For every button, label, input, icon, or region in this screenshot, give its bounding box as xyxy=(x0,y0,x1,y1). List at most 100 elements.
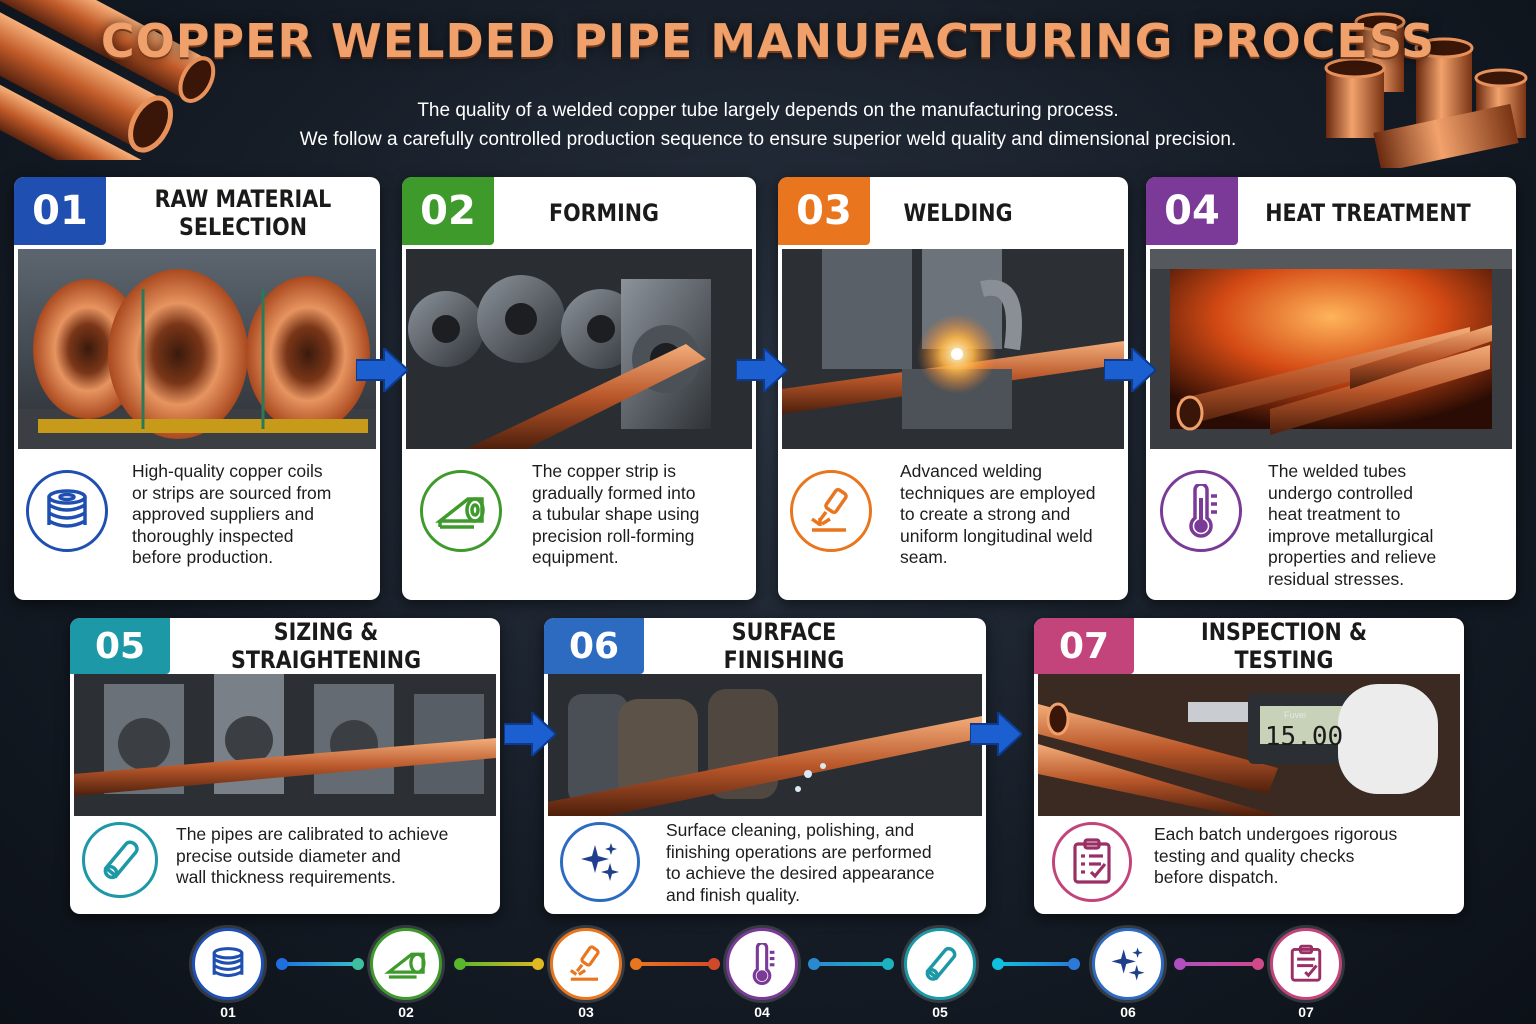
timeline-dot xyxy=(532,958,544,970)
checklist-clipboard-icon xyxy=(1052,822,1132,902)
description-line: The copper strip is xyxy=(532,461,676,481)
step-title: WELDING xyxy=(903,199,1013,227)
strip-roll-icon xyxy=(420,470,502,552)
timeline-connector xyxy=(634,962,718,966)
description-line: equipment. xyxy=(532,547,619,567)
timeline-node-06 xyxy=(1092,928,1164,1000)
strip-roll-icon xyxy=(384,952,426,979)
timeline-connector xyxy=(280,962,360,966)
subtitle-line-2: We follow a carefully controlled product… xyxy=(299,129,1237,150)
timeline-dot xyxy=(992,958,1004,970)
step-description: The welded tubes undergo controlled heat… xyxy=(1268,461,1512,590)
description-line: heat treatment to xyxy=(1268,504,1401,524)
timeline-label: 03 xyxy=(578,1004,594,1020)
step-description: The pipes are calibrated to achieve prec… xyxy=(176,824,494,889)
description-line: finishing operations are performed xyxy=(666,841,932,862)
description-line: and finish quality. xyxy=(666,884,800,905)
description-line: Advanced welding xyxy=(900,461,1043,481)
step-number-badge: 07 xyxy=(1034,618,1134,674)
description-line: wall thickness requirements. xyxy=(176,867,396,887)
step-number-badge: 03 xyxy=(778,177,870,245)
step-number-badge: 05 xyxy=(70,618,170,674)
timeline-label: 07 xyxy=(1298,1004,1314,1020)
step-card-welding: 03 WELDING Advanced welding techniques a… xyxy=(778,177,1128,600)
timeline-label: 04 xyxy=(754,1004,770,1020)
polishing-brushes-photo xyxy=(548,674,982,816)
arrow-right-icon xyxy=(1104,348,1156,392)
description-line: techniques are employed xyxy=(900,482,1096,503)
timeline-node-02 xyxy=(370,928,442,1000)
step-description: High-quality copper coils or strips are … xyxy=(132,461,372,569)
pipe-icon xyxy=(925,946,957,981)
timeline-dot xyxy=(454,958,466,970)
step-title-line-2: SELECTION xyxy=(179,213,307,241)
step-description: The copper strip is gradually formed int… xyxy=(532,461,750,569)
arrow-right-icon xyxy=(736,348,788,392)
step-card-heat-treatment: 04 HEAT TREATMENT The welded tubes under… xyxy=(1146,177,1516,600)
step-card-forming: 02 FORMING The copper strip is gradually… xyxy=(402,177,756,600)
sizing-mill-photo xyxy=(74,674,496,816)
description-line: a tubular shape using xyxy=(532,504,700,524)
description-line: uniform longitudinal weld xyxy=(900,525,1093,546)
thermometer-icon xyxy=(752,943,775,985)
timeline-dot xyxy=(352,958,364,970)
process-timeline: 01 02 03 04 05 06 07 xyxy=(0,920,1536,1024)
copper-coil-icon xyxy=(26,470,108,552)
description-line: approved suppliers and xyxy=(132,504,314,524)
description-line: undergo controlled xyxy=(1268,482,1413,503)
timeline-node-03 xyxy=(550,928,622,1000)
timeline-dot xyxy=(1174,958,1186,970)
timeline-connector xyxy=(996,962,1076,966)
timeline-dot xyxy=(1068,958,1080,970)
arrow-right-icon xyxy=(970,712,1022,756)
step-number-badge: 01 xyxy=(14,177,106,245)
copper-pipes-decoration-right xyxy=(1316,8,1536,173)
page-subtitle: The quality of a welded copper tube larg… xyxy=(0,96,1536,154)
step-description: Each batch undergoes rigorous testing an… xyxy=(1154,824,1454,889)
step-title: INSPECTION & TESTING xyxy=(1201,618,1367,674)
timeline-node-04 xyxy=(726,928,798,1000)
step-number-badge: 06 xyxy=(544,618,644,674)
thermometer-icon xyxy=(1160,470,1242,552)
caliper-reading: 15.00 xyxy=(1264,722,1344,752)
timeline-dot xyxy=(276,958,288,970)
step-card-surface-finishing: 06 SURFACE FINISHING Surface cleaning, p… xyxy=(544,618,986,914)
description-line: before production. xyxy=(132,547,274,567)
description-line: Surface cleaning, polishing, and xyxy=(666,820,915,840)
timeline-node-07 xyxy=(1270,928,1342,1000)
description-line: High-quality copper coils xyxy=(132,461,323,481)
timeline-dot xyxy=(630,958,642,970)
description-line: to create a strong and xyxy=(900,504,1071,524)
description-line: gradually formed into xyxy=(532,482,696,503)
description-line: The pipes are calibrated to achieve xyxy=(176,824,449,844)
welding-torch-icon xyxy=(569,945,600,981)
description-line: or strips are sourced from xyxy=(132,482,332,503)
furnace-photo xyxy=(1150,249,1512,449)
description-line: improve metallurgical xyxy=(1268,525,1434,546)
arrow-right-icon xyxy=(356,348,408,392)
step-card-raw-material-selection: 01 RAW MATERIAL SELECTION High-quality xyxy=(14,177,380,600)
step-title: SIZING & STRAIGHTENING xyxy=(230,618,422,674)
timeline-dot xyxy=(808,958,820,970)
timeline-connector xyxy=(1178,962,1262,966)
step-title-line-1: RAW MATERIAL xyxy=(154,185,332,213)
timeline-label: 02 xyxy=(398,1004,414,1020)
step-card-sizing-straightening: 05 SIZING & STRAIGHTENING The pipes are … xyxy=(70,618,500,914)
step-title: HEAT TREATMENT xyxy=(1265,199,1471,227)
timeline-label: 06 xyxy=(1120,1004,1136,1020)
description-line: thoroughly inspected xyxy=(132,525,294,546)
timeline-connector xyxy=(812,962,892,966)
subtitle-line-1: The quality of a welded copper tube larg… xyxy=(417,100,1119,121)
timeline-dot xyxy=(708,958,720,970)
timeline-dot xyxy=(1252,958,1264,970)
description-line: precision roll-forming xyxy=(532,525,695,546)
description-line: properties and relieve xyxy=(1268,547,1437,567)
pipe-icon xyxy=(82,822,158,898)
caliper-brand-label: Fuvei xyxy=(1284,710,1307,720)
checklist-clipboard-icon xyxy=(1290,944,1322,982)
description-line: before dispatch. xyxy=(1154,867,1279,887)
timeline-label: 05 xyxy=(932,1004,948,1020)
description-line: Each batch undergoes rigorous xyxy=(1154,824,1398,844)
timeline-node-05 xyxy=(904,928,976,1000)
timeline-node-01 xyxy=(192,928,264,1000)
